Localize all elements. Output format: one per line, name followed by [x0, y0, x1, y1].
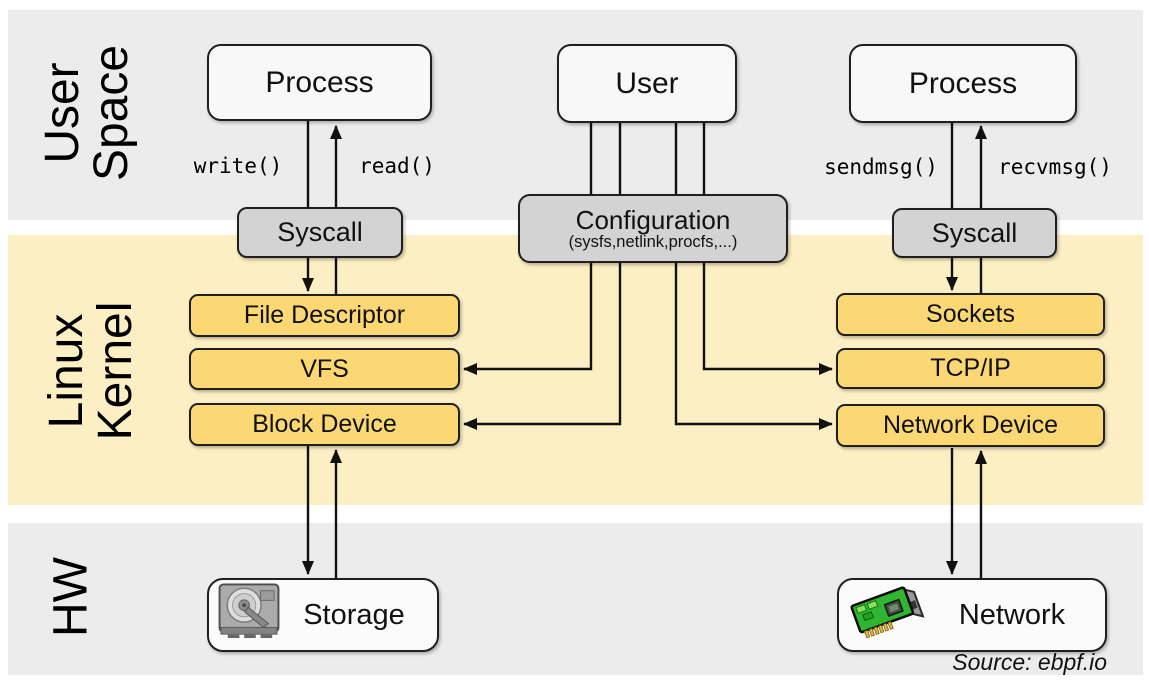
syscall-right-box: Syscall [892, 208, 1057, 258]
storage-box: Storage [207, 578, 439, 652]
linux-kernel-label: Linux Kernel [40, 301, 142, 441]
process-left-box: Process [207, 44, 432, 121]
user-box: User [557, 44, 737, 123]
syscall-right-label: Syscall [931, 217, 1018, 248]
process-left-label: Process [265, 65, 374, 99]
process-right-box: Process [849, 44, 1077, 123]
vfs-label: VFS [300, 354, 349, 383]
block-device-box: Block Device [189, 403, 460, 446]
recvmsg-edge-label: recvmsg() [998, 155, 1112, 179]
user-box-label: User [615, 66, 679, 100]
hw-label-line1: HW [44, 557, 98, 637]
process-right-label: Process [908, 66, 1018, 100]
tcp-ip-label: TCP/IP [930, 354, 1011, 382]
network-card-icon [847, 580, 929, 650]
network-box: Network [837, 578, 1107, 652]
linux-kernel-label-line1: Linux [40, 313, 94, 429]
network-device-label: Network Device [882, 411, 1059, 439]
user-space-label-line2: Space [85, 44, 138, 182]
block-device-label: Block Device [252, 410, 397, 438]
user-space-label-line1: User [36, 62, 90, 164]
hw-label: HW [44, 557, 98, 637]
file-descriptor-label: File Descriptor [243, 301, 406, 329]
configuration-subtitle: (sysfs,netlink,procfs,...) [568, 232, 738, 251]
configuration-title: Configuration [575, 204, 731, 235]
configuration-box: Configuration (sysfs,netlink,procfs,...) [518, 194, 788, 263]
user-space-label: User Space [36, 44, 138, 182]
linux-kernel-label-line2: Kernel [89, 301, 142, 441]
tcp-ip-box: TCP/IP [836, 348, 1105, 389]
syscall-left-label: Syscall [277, 217, 363, 247]
hard-disk-icon [217, 583, 281, 647]
write-edge-label: write() [193, 154, 283, 178]
syscall-left-box: Syscall [237, 207, 403, 258]
sockets-box: Sockets [836, 293, 1105, 336]
source-credit: Source: ebpf.io [952, 649, 1107, 675]
file-descriptor-box: File Descriptor [189, 294, 460, 337]
network-label: Network [958, 598, 1066, 631]
network-device-box: Network Device [836, 404, 1105, 447]
storage-label: Storage [303, 598, 405, 631]
vfs-box: VFS [189, 348, 460, 390]
sendmsg-edge-label: sendmsg() [824, 155, 938, 179]
sockets-label: Sockets [926, 300, 1015, 328]
read-edge-label: read() [359, 154, 435, 178]
